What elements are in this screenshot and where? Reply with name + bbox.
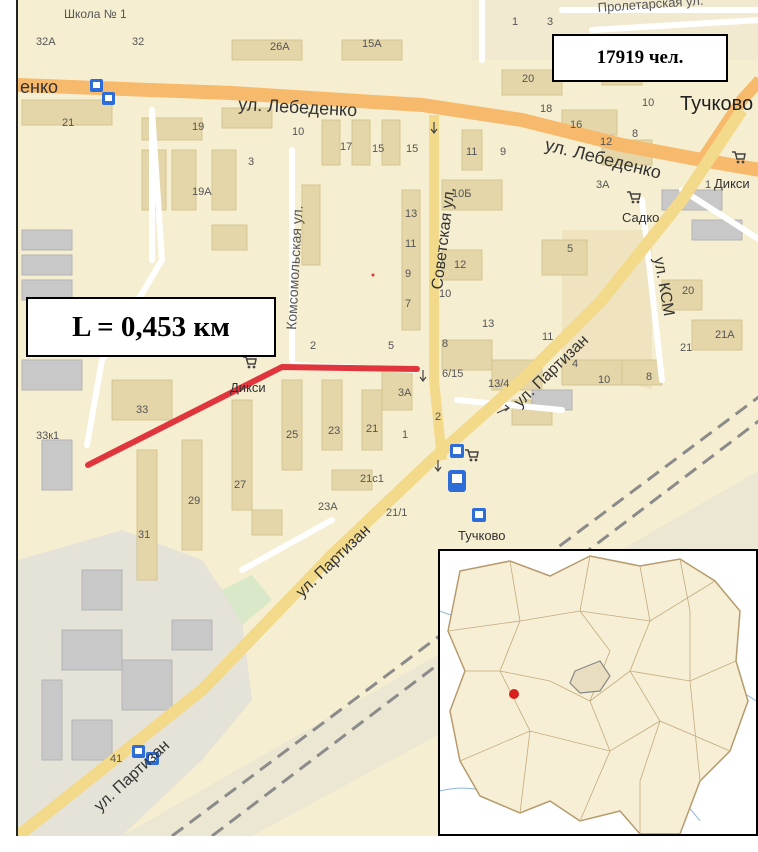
house-number: 15А xyxy=(362,38,382,50)
house-number: 29 xyxy=(188,495,200,507)
population-text: 17919 чел. xyxy=(596,47,684,68)
house-number: 15 xyxy=(406,143,418,155)
shopping-cart-icon xyxy=(732,151,746,164)
house-number: 5 xyxy=(388,340,394,352)
house-number: 3 xyxy=(248,156,254,168)
shopping-cart-icon xyxy=(243,356,257,369)
house-number: 10 xyxy=(642,97,654,109)
house-number: 13/4 xyxy=(488,378,509,390)
house-number: 12 xyxy=(454,259,466,271)
house-number: 23А xyxy=(318,501,338,513)
house-number: 27 xyxy=(234,479,246,491)
house-number: 1 xyxy=(402,429,408,441)
shop-label: Садко xyxy=(622,210,659,225)
house-number: 12 xyxy=(600,136,612,148)
house-number: 1 xyxy=(705,179,711,191)
house-number: 10Б xyxy=(452,188,471,200)
shop-label: Дикси xyxy=(714,176,750,191)
shop-label: Дикси xyxy=(230,380,266,395)
highlight-route xyxy=(85,364,420,468)
house-number: 5 xyxy=(567,243,573,255)
bus-stop-icon xyxy=(102,92,115,105)
house-number: 10 xyxy=(439,288,451,300)
house-number: 9 xyxy=(500,146,506,158)
railway-2 xyxy=(211,419,758,836)
house-number: 13 xyxy=(405,208,417,220)
bus-stop-icon xyxy=(472,508,486,522)
house-number: 2 xyxy=(435,411,441,423)
house-number: 21А xyxy=(715,329,735,341)
school-label: Школа № 1 xyxy=(64,7,127,21)
house-number: 11 xyxy=(542,331,553,343)
house-number: 13 xyxy=(482,318,494,330)
house-number: 8 xyxy=(646,371,652,383)
house-number: 33 xyxy=(136,404,148,416)
house-number: 1 xyxy=(512,16,518,28)
house-number: 31 xyxy=(138,529,150,541)
house-number: 33к1 xyxy=(36,430,59,442)
house-number: 23 xyxy=(328,425,340,437)
house-number: 11 xyxy=(405,238,416,250)
house-number: 10 xyxy=(598,374,610,386)
house-number: 19 xyxy=(192,121,204,133)
house-number: 8 xyxy=(442,338,448,350)
house-number: 20 xyxy=(522,73,534,85)
house-number: 32 xyxy=(132,36,144,48)
house-number: 11 xyxy=(466,146,477,158)
house-number: 21с1 xyxy=(360,473,384,485)
house-number: 3А xyxy=(596,179,610,191)
bus-stop-icon xyxy=(146,752,159,765)
house-number: 19А xyxy=(192,186,212,198)
house-number: 21 xyxy=(680,342,692,354)
bus-stop-icon xyxy=(132,745,145,758)
house-number: 4 xyxy=(572,358,578,370)
street-label: Комсомольская ул. xyxy=(283,205,305,330)
town-label: Тучково xyxy=(680,93,753,115)
house-number: 21/1 xyxy=(386,507,407,519)
bus-stop-icon xyxy=(90,79,103,92)
house-number: 10 xyxy=(292,126,304,138)
moscow-outline xyxy=(569,660,611,694)
location-marker xyxy=(509,689,519,699)
station-label: Тучково xyxy=(458,528,506,543)
shopping-cart-icon xyxy=(627,191,641,204)
railway-1 xyxy=(171,395,758,836)
population-callout: 17919 чел. xyxy=(552,34,728,82)
house-numbers: 32А 32 26А 15А 1 3 4 20 18 10 16 12 8 21… xyxy=(36,16,735,765)
house-number: 21 xyxy=(62,117,74,129)
house-number: 16 xyxy=(570,119,582,131)
length-text: L = 0,453 км xyxy=(72,310,230,343)
house-number: 7 xyxy=(405,298,411,310)
shopping-cart-icon xyxy=(465,449,479,462)
road-sovetskaya xyxy=(429,115,447,461)
gray-buildings xyxy=(21,189,743,761)
length-callout: L = 0,453 км xyxy=(26,297,276,357)
train-station-icon xyxy=(448,470,466,492)
house-number: 21 xyxy=(366,423,378,435)
street-label: енко xyxy=(20,77,58,97)
region-inset-map xyxy=(438,549,758,836)
oneway-arrows xyxy=(419,122,510,472)
house-number: 26А xyxy=(270,41,290,53)
house-number: 2 xyxy=(310,340,316,352)
house-number: 32А xyxy=(36,36,56,48)
bus-stop-icon xyxy=(450,444,464,458)
map-red-dot xyxy=(371,273,375,277)
house-number: 18 xyxy=(540,103,552,115)
house-number: 25 xyxy=(286,429,298,441)
house-number: 3А xyxy=(398,387,412,399)
house-number: 3 xyxy=(547,16,553,28)
house-number: 41 xyxy=(110,753,122,765)
house-number: 20 xyxy=(682,285,694,297)
road-partizan xyxy=(18,106,747,836)
house-number: 8 xyxy=(632,128,638,140)
house-number: 17 xyxy=(340,141,352,153)
park-area xyxy=(222,575,272,625)
inset-district-lines xyxy=(447,555,737,834)
house-number: 15 xyxy=(372,143,384,155)
house-number: 9 xyxy=(405,268,411,280)
house-number: 6/15 xyxy=(442,368,463,380)
